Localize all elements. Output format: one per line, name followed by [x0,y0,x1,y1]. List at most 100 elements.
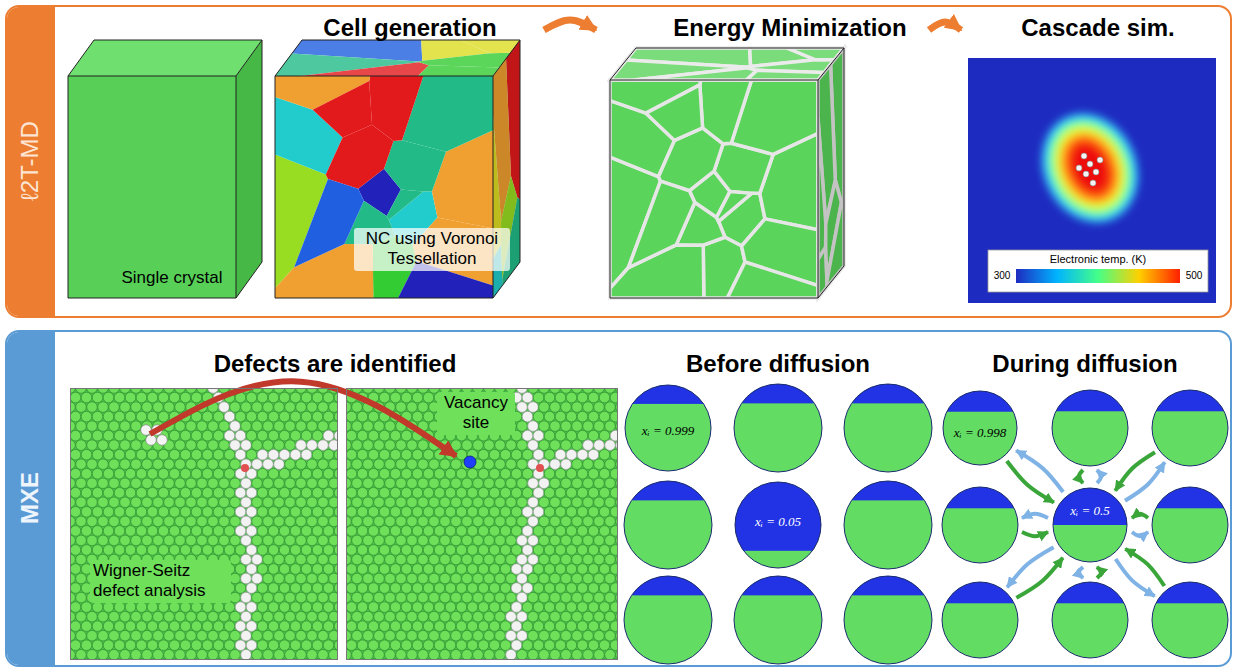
figure-label: Wigner-Seitz defect analysis [90,560,231,603]
lattice-atom [279,602,290,613]
lattice-atom [500,487,511,498]
lattice-atom [533,392,544,403]
boundary-atom [561,459,572,470]
lattice-atom [583,459,594,470]
boundary-atom [241,649,252,660]
lattice-atom [577,640,588,651]
lattice-atom [539,592,550,603]
lattice-atom [528,611,539,622]
lattice-atom [434,526,445,537]
composition-fill [844,384,932,472]
lattice-atom [379,545,390,556]
lattice-atom [164,630,175,641]
lattice-atom [147,621,158,632]
lattice-atom [87,516,98,527]
lattice-atom [312,468,323,479]
colorbar-tick: 300 [994,270,1011,282]
lattice-atom [180,468,191,479]
lattice-atom [158,507,169,518]
lattice-atom [279,468,290,479]
lattice-atom [109,478,120,489]
lattice-atom [533,640,544,651]
lattice-atom [180,602,191,613]
lattice-atom [423,487,434,498]
lattice-atom [467,621,478,632]
composition-circle [844,481,932,569]
lattice-atom [114,430,125,441]
lattice-atom [594,554,605,565]
lattice-atom [268,583,279,594]
cube-face [818,48,844,298]
lattice-atom [109,421,120,432]
lattice-atom [522,468,533,479]
lattice-atom [566,545,577,556]
lattice-atom [98,497,109,508]
lattice-atom [263,535,274,546]
lattice-atom [599,430,610,441]
lattice-atom [290,602,301,613]
lattice-atom [412,602,423,613]
lattice-atom [445,507,456,518]
lattice-atom [363,554,374,565]
lattice-atom [434,487,445,498]
lattice-atom [301,583,312,594]
lattice-atom [230,478,241,489]
lattice-atom [363,421,374,432]
lattice-atom [500,507,511,518]
lattice-atom [445,640,456,651]
face-shade [818,48,844,298]
lattice-atom [268,487,279,498]
lattice-atom [495,649,506,660]
lattice-atom [180,526,191,537]
boundary-atom [241,592,252,603]
lattice-atom [114,621,125,632]
lattice-atom [412,487,423,498]
lattice-atom [572,592,583,603]
lattice-atom [390,430,401,441]
lattice-atom [180,640,191,651]
lattice-atom [98,402,109,413]
circle-outline [1152,390,1228,466]
lattice-atom [599,621,610,632]
lattice-atom [208,421,219,432]
lattice-atom [412,468,423,479]
lattice-atom [285,478,296,489]
lattice-atom [307,421,318,432]
circle-outline [844,481,932,569]
boundary-atom [252,554,263,565]
lattice-atom [202,468,213,479]
lattice-atom [109,402,120,413]
composition-circle [624,481,712,569]
boundary-atom [241,497,252,508]
lattice-atom [197,611,208,622]
lattice-atom [103,449,114,460]
lattice-atom [329,459,338,470]
lattice-atom [583,497,594,508]
lattice-atom [120,611,131,622]
cube-face [275,40,520,76]
lattice-atom [346,583,357,594]
lattice-atom [329,535,338,546]
lattice-atom [197,497,208,508]
lattice-atom [544,640,555,651]
lattice-atom [489,545,500,556]
lattice-atom [357,507,368,518]
lattice-atom [252,630,263,641]
junction-atom [536,464,544,472]
lattice-atom [346,640,357,651]
lattice-atom [561,535,572,546]
lattice-atom [346,602,357,613]
lattice-atom [70,449,81,460]
lattice-atom [456,487,467,498]
lattice-atom [252,440,263,451]
lattice-atom [566,411,577,422]
lattice-atom [246,449,257,460]
lattice-atom [484,516,495,527]
lattice-atom [555,487,566,498]
lattice-atom [114,526,125,537]
lattice-atom [588,487,599,498]
lattice-atom [109,497,120,508]
lattice-atom [197,649,208,660]
lattice-atom [401,602,412,613]
lattice-atom [467,602,478,613]
